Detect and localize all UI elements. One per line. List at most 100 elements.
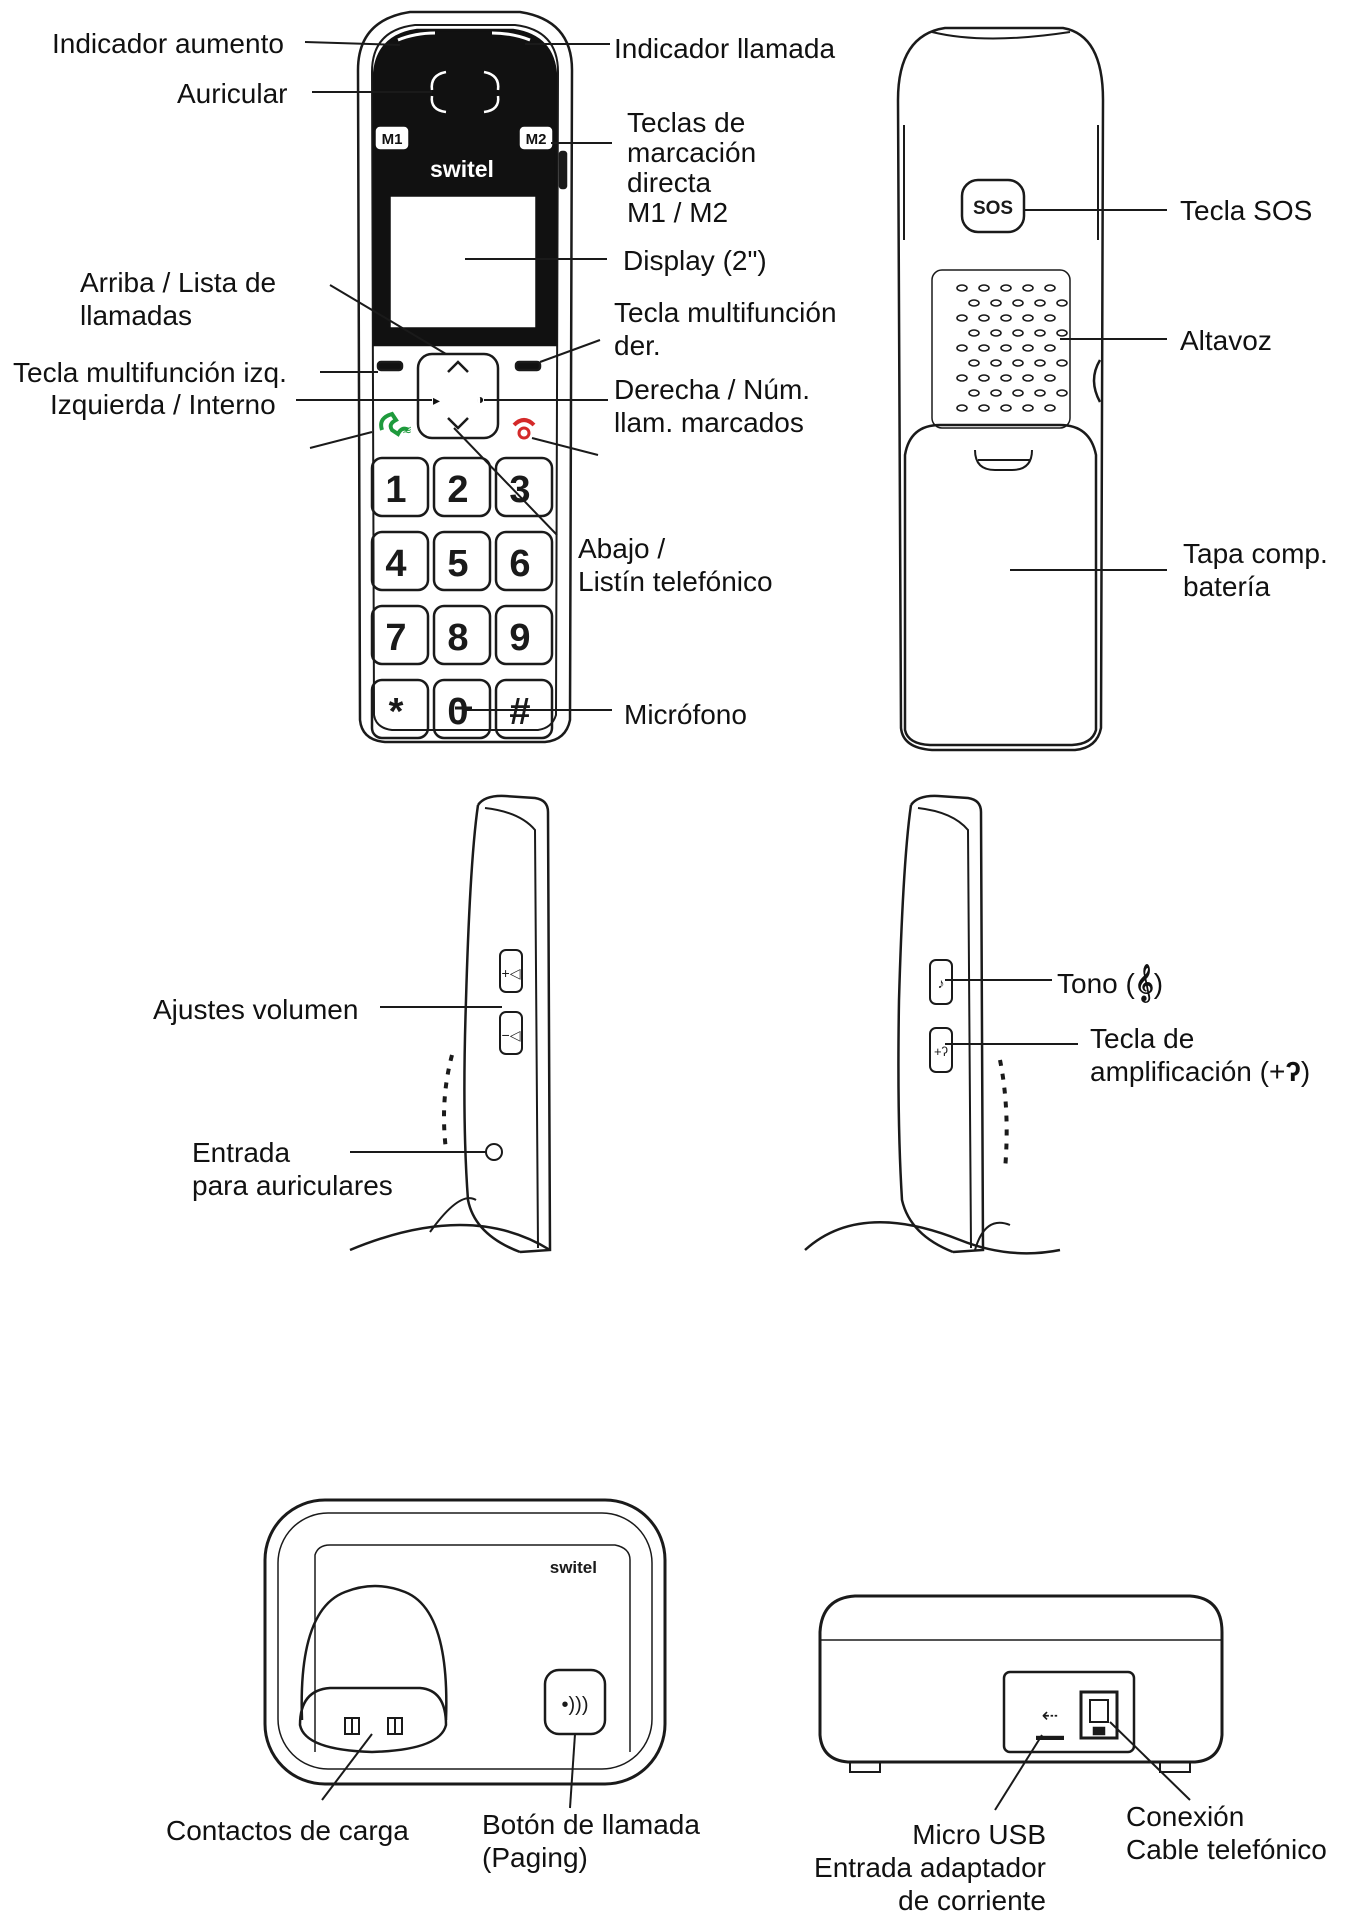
- grille-hole: [1056, 359, 1068, 367]
- grille-hole: [1044, 404, 1056, 412]
- label-teclas-marcacion: Teclas de marcación directa M1 / M2: [627, 107, 757, 228]
- grille-hole: [1056, 389, 1068, 397]
- grille-hole: [1034, 389, 1046, 397]
- grille-hole: [956, 374, 968, 382]
- keypad-key-3[interactable]: 3: [494, 456, 554, 518]
- label-ajustes-volumen: Ajustes volumen: [153, 994, 359, 1025]
- amplification-key[interactable]: +ʔ: [929, 1027, 953, 1073]
- label-micro-usb: Micro USB Entrada adaptador de corriente: [814, 1819, 1046, 1916]
- m2-key[interactable]: M2: [519, 126, 553, 150]
- grille-hole: [978, 314, 990, 322]
- label-auricular: Auricular: [177, 78, 288, 109]
- base-station-rear: ⇠ ▬▬: [818, 1594, 1224, 1773]
- grille-hole: [1012, 359, 1024, 367]
- grille-hole: [1022, 344, 1034, 352]
- svg-text:8: 8: [447, 617, 468, 659]
- svg-text:SOS: SOS: [973, 198, 1013, 219]
- label-indicador-aumento: Indicador aumento: [52, 28, 284, 59]
- talk-icon[interactable]: ≋: [379, 411, 412, 437]
- svg-text:♪: ♪: [938, 975, 945, 991]
- svg-text:⇠: ⇠: [1042, 1705, 1059, 1727]
- brand-logo: switel: [430, 156, 494, 182]
- charging-contacts: [344, 1717, 403, 1735]
- grille-hole: [1034, 329, 1046, 337]
- label-tecla-multi-izq: Tecla multifunción izq.: [13, 357, 287, 388]
- grille-hole: [1044, 374, 1056, 382]
- keypad-key-9[interactable]: 9: [494, 604, 554, 666]
- grille-hole: [968, 359, 980, 367]
- grille-hole: [1000, 314, 1012, 322]
- grille-hole: [1000, 284, 1012, 292]
- grille-hole: [1034, 359, 1046, 367]
- label-boton-llamada: Botón de llamada (Paging): [482, 1809, 700, 1873]
- base-brand-logo: switel: [550, 1558, 597, 1577]
- grille-hole: [968, 329, 980, 337]
- keypad-key-star[interactable]: *: [370, 678, 430, 740]
- speaker-grille: [931, 269, 1071, 429]
- keypad-key-2[interactable]: 2: [432, 456, 492, 518]
- base-station-top: switel •))): [263, 1498, 667, 1786]
- grille-hole: [1000, 404, 1012, 412]
- svg-text:5: 5: [447, 543, 468, 585]
- battery-cover: [903, 423, 1098, 747]
- grille-hole: [1044, 344, 1056, 352]
- keypad-key-5[interactable]: 5: [432, 530, 492, 592]
- svg-text:#: #: [509, 691, 530, 733]
- grille-hole: [1044, 314, 1056, 322]
- svg-text:M1: M1: [382, 131, 403, 148]
- label-conexion: Conexión Cable telefónico: [1126, 1801, 1327, 1865]
- melody-key[interactable]: ♪: [929, 959, 953, 1005]
- label-tono: Tono (𝄞): [1057, 964, 1164, 1000]
- grille-hole: [990, 389, 1002, 397]
- svg-text:•))): •))): [562, 1694, 589, 1716]
- svg-text:▸: ▸: [433, 392, 440, 408]
- grille-hole: [968, 389, 980, 397]
- label-tapa: Tapa comp. batería: [1183, 538, 1328, 602]
- svg-text:+◁: +◁: [502, 965, 521, 981]
- label-indicador-llamada: Indicador llamada: [614, 33, 836, 64]
- svg-text:◑: ◑: [476, 391, 484, 407]
- svg-text:3: 3: [509, 469, 530, 511]
- keypad-key-7[interactable]: 7: [370, 604, 430, 666]
- label-microfono: Micrófono: [624, 699, 747, 730]
- svg-text:9: 9: [509, 617, 530, 659]
- grille-hole: [1022, 404, 1034, 412]
- label-tecla-amplificacion: Tecla de amplificación (+ʔ): [1090, 1023, 1311, 1087]
- sos-button[interactable]: SOS: [960, 178, 1026, 234]
- keypad-key-1[interactable]: 1: [370, 456, 430, 518]
- grille-hole: [1012, 299, 1024, 307]
- earpiece: [430, 70, 500, 114]
- melody-icon: 𝄞: [1134, 964, 1154, 1000]
- nav-pad[interactable]: [416, 352, 500, 440]
- keypad-key-6[interactable]: 6: [494, 530, 554, 592]
- grille-hole: [968, 299, 980, 307]
- grille-hole: [978, 374, 990, 382]
- grille-hole: [978, 284, 990, 292]
- grille-hole: [1000, 344, 1012, 352]
- volume-up-key[interactable]: +◁: [499, 949, 523, 993]
- svg-text:−◁: −◁: [502, 1027, 521, 1043]
- headset-jack: [485, 1143, 503, 1161]
- volume-down-key[interactable]: −◁: [499, 1011, 523, 1055]
- keypad-key-4[interactable]: 4: [370, 530, 430, 592]
- front-leader-lines: [296, 41, 612, 711]
- keypad-key-8[interactable]: 8: [432, 604, 492, 666]
- back-handset: SOS: [896, 26, 1105, 752]
- back-leader-lines: [1010, 209, 1167, 571]
- grille-hole: [990, 329, 1002, 337]
- svg-text:1: 1: [385, 469, 406, 511]
- svg-text:≋: ≋: [402, 423, 412, 437]
- label-display: Display (2"): [623, 245, 767, 276]
- end-call-icon[interactable]: [512, 418, 536, 440]
- grille-hole: [1056, 299, 1068, 307]
- paging-icon[interactable]: •))): [543, 1668, 607, 1736]
- svg-text:4: 4: [385, 543, 406, 585]
- m1-key[interactable]: M1: [375, 126, 409, 150]
- left-side-handset: +◁ −◁: [349, 794, 552, 1254]
- grille-hole: [1000, 374, 1012, 382]
- label-entrada-auriculares: Entrada para auriculares: [192, 1137, 393, 1201]
- grille-hole: [978, 344, 990, 352]
